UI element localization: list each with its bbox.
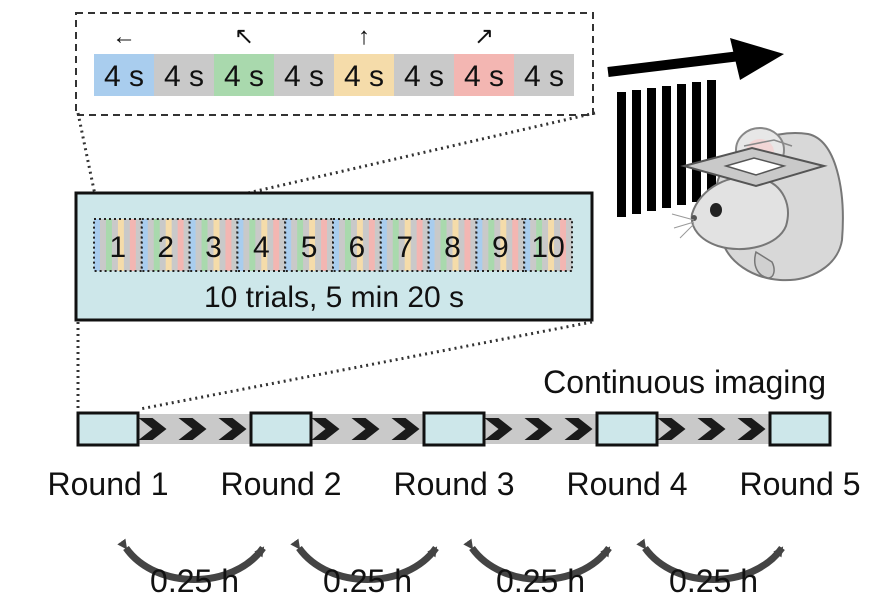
trial-segment-strip: 4 s ← 4 s 4 s ↖ 4 s 4 s ↑ 4 s 4 s ↗ 4 s	[94, 23, 574, 96]
trial-segment-6	[394, 54, 454, 96]
trial-number: 3	[205, 231, 222, 264]
interval-label-1: 0.25 h	[150, 563, 239, 599]
chevron-right-icon	[138, 418, 167, 440]
trial-segment-1	[94, 54, 154, 96]
interval-arrow-3	[463, 538, 612, 583]
round-label-3: Round 3	[394, 466, 515, 502]
round-box-5	[768, 411, 832, 447]
chevron-right-icon	[524, 418, 553, 440]
trial-cell-9: 9	[475, 218, 526, 272]
trial-number: 8	[444, 231, 461, 264]
chevron-right-icon	[351, 418, 380, 440]
zoom-line-right	[134, 111, 596, 221]
interval-label-2: 0.25 h	[323, 563, 412, 599]
trial-number: 7	[396, 231, 413, 264]
trial-number: 9	[492, 231, 509, 264]
trial-segment-label: 4 s	[344, 60, 384, 93]
trial-segment-label: 4 s	[164, 60, 204, 93]
trial-cell-4: 4	[236, 218, 287, 272]
trial-segment-3	[214, 54, 274, 96]
trial-segment-label: 4 s	[464, 60, 504, 93]
trial-cell-10: 10	[523, 218, 574, 272]
interval-arrow-1	[117, 538, 266, 583]
trial-cell-2: 2	[140, 218, 191, 272]
trial-segment-7	[454, 54, 514, 96]
interval-labels: 0.25 h 0.25 h 0.25 h 0.25 h	[150, 563, 758, 599]
round-caption: 10 trials, 5 min 20 s	[204, 281, 464, 314]
trial-number: 2	[157, 231, 174, 264]
chevron-right-icon	[737, 418, 766, 440]
grating-stimulus-icon	[607, 38, 784, 217]
chevron-right-icon	[178, 418, 207, 440]
trial-cell-1: 1	[93, 218, 143, 272]
continuous-imaging-label: Continuous imaging	[543, 364, 826, 400]
chevron-right-icon	[657, 418, 686, 440]
trial-number: 5	[301, 231, 318, 264]
trial-cell-3: 3	[188, 218, 239, 272]
trial-detail-box	[75, 12, 594, 116]
interval-arrows	[117, 538, 785, 583]
interval-label-4: 0.25 h	[669, 563, 758, 599]
chevron-right-icon	[391, 418, 420, 440]
round-label-4: Round 4	[567, 466, 688, 502]
round-label-2: Round 2	[221, 466, 342, 502]
trial-cell-7: 7	[379, 218, 430, 272]
round-box-2	[249, 411, 313, 447]
trial-segment-8	[514, 54, 574, 96]
chevron-right-icon	[697, 418, 726, 440]
round-label-1: Round 1	[48, 466, 169, 502]
round-boxes	[76, 411, 832, 447]
round-label-5: Round 5	[740, 466, 861, 502]
direction-arrow-icon: ↗	[474, 23, 494, 50]
interval-arrow-2	[290, 538, 439, 583]
chevron-right-icon	[484, 418, 513, 440]
trial-cell-6: 6	[332, 218, 382, 272]
direction-arrow-icon: ↖	[234, 23, 254, 50]
trial-segment-label: 4 s	[524, 60, 564, 93]
trial-segment-2	[154, 54, 214, 96]
trial-segment-label: 4 s	[404, 60, 444, 93]
mouse-with-headplate-icon	[671, 127, 844, 282]
trial-cell-8: 8	[427, 218, 478, 272]
round-box-1	[76, 411, 140, 447]
round-labels: Round 1 Round 2 Round 3 Round 4 Round 5	[48, 466, 861, 502]
round-box-4	[595, 411, 659, 447]
direction-arrow-icon: ←	[112, 23, 136, 50]
direction-arrow-icon: ↑	[358, 23, 370, 50]
interval-label-3: 0.25 h	[496, 563, 585, 599]
chevron-right-icon	[218, 418, 247, 440]
trial-number: 10	[531, 231, 564, 264]
trial-segment-label: 4 s	[104, 60, 144, 93]
trial-segment-4	[274, 54, 334, 96]
timeline-chevrons	[138, 418, 766, 440]
interval-arrow-4	[636, 538, 785, 583]
chevron-right-icon	[564, 418, 593, 440]
chevron-right-icon	[311, 418, 340, 440]
trial-number: 6	[349, 231, 366, 264]
trial-segment-5	[334, 54, 394, 96]
trial-segment-label: 4 s	[224, 60, 264, 93]
trial-segment-label: 4 s	[284, 60, 324, 93]
round-box-3	[422, 411, 486, 447]
zoom-line-round-right	[139, 320, 593, 411]
trial-number: 4	[253, 231, 270, 264]
trial-cell-5: 5	[284, 218, 335, 272]
trial-number: 1	[110, 231, 127, 264]
